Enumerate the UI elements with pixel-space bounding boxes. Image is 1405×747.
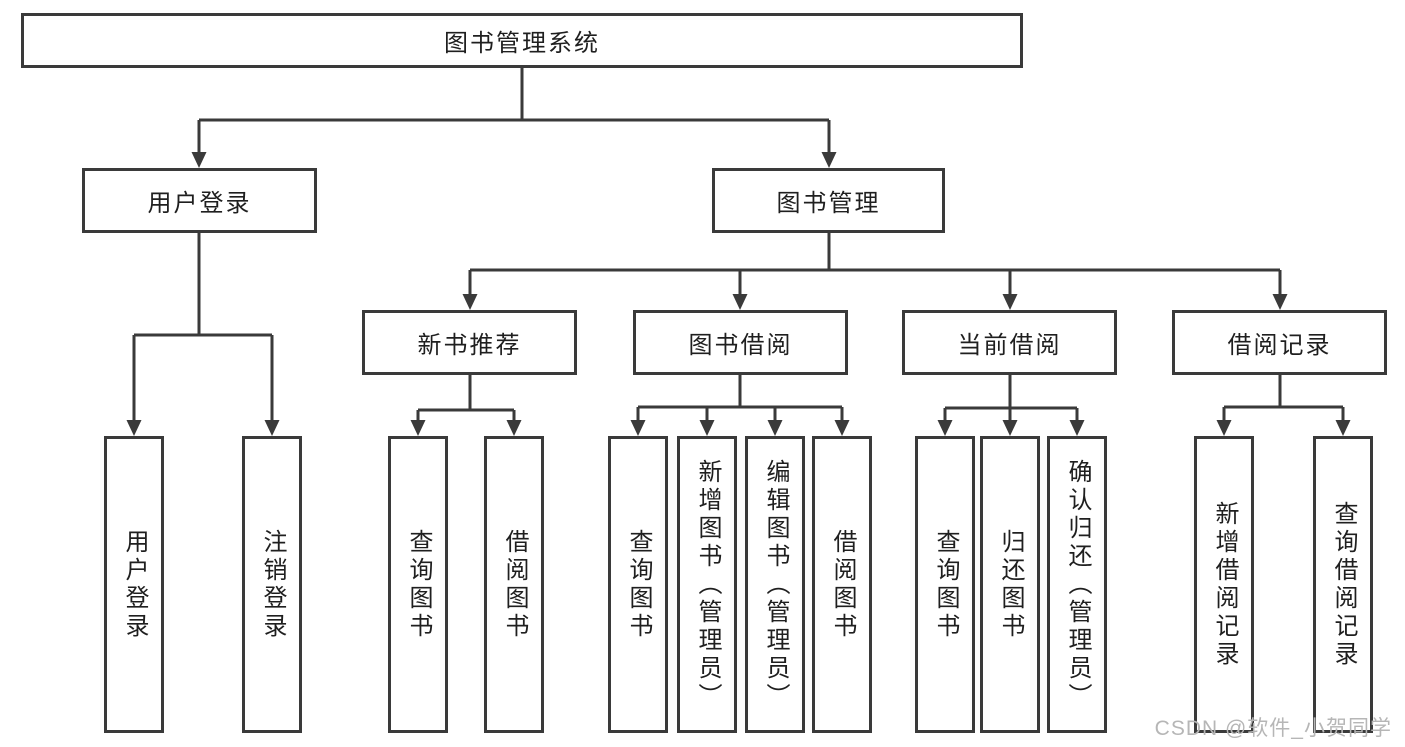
leaf-borrow-books-recommend: 借阅图书 <box>484 436 544 733</box>
node-user-login-label: 用户登录 <box>147 190 252 217</box>
node-current-borrow: 当前借阅 <box>902 310 1117 375</box>
node-current-borrow-label: 当前借阅 <box>957 332 1062 359</box>
arrow-down-icon <box>264 420 280 436</box>
connector-path <box>197 68 831 153</box>
leaf-add-books-admin: 新增图书（管理员） <box>677 436 737 733</box>
arrow-down-icon <box>410 420 426 436</box>
node-book-management: 图书管理 <box>712 168 945 233</box>
connector-path <box>943 375 1079 421</box>
leaf-add-borrow-record-label: 新增借阅记录 <box>1211 500 1238 669</box>
node-book-borrow: 图书借阅 <box>633 310 848 375</box>
arrow-down-icon <box>821 152 837 168</box>
arrow-down-icon <box>506 420 522 436</box>
node-borrow-records-label: 借阅记录 <box>1227 332 1332 359</box>
node-borrow-records: 借阅记录 <box>1172 310 1387 375</box>
leaf-user-login-label: 用户登录 <box>121 528 148 641</box>
arrow-down-icon <box>732 294 748 310</box>
node-new-book-recommend: 新书推荐 <box>362 310 577 375</box>
node-book-borrow-label: 图书借阅 <box>688 332 793 359</box>
leaf-return-books: 归还图书 <box>980 436 1040 733</box>
leaf-confirm-return-admin: 确认归还（管理员） <box>1047 436 1107 733</box>
node-user-login: 用户登录 <box>82 168 317 233</box>
arrow-down-icon <box>191 152 207 168</box>
watermark: CSDN @软件_小贺同学 <box>1155 712 1392 742</box>
connector-path <box>636 375 844 421</box>
leaf-edit-books-admin-label: 编辑图书（管理员） <box>762 458 789 711</box>
leaf-return-books-label: 归还图书 <box>997 528 1024 641</box>
leaf-query-books-borrow: 查询图书 <box>608 436 668 733</box>
leaf-query-borrow-record: 查询借阅记录 <box>1313 436 1373 733</box>
leaf-add-borrow-record: 新增借阅记录 <box>1194 436 1254 733</box>
leaf-borrow-books: 借阅图书 <box>812 436 872 733</box>
leaf-add-books-admin-label: 新增图书（管理员） <box>694 458 721 711</box>
leaf-borrow-books-label: 借阅图书 <box>829 528 856 641</box>
leaf-borrow-books-recommend-label: 借阅图书 <box>501 528 528 641</box>
leaf-logout: 注销登录 <box>242 436 302 733</box>
node-root-label: 图书管理系统 <box>444 30 600 57</box>
node-root: 图书管理系统 <box>21 13 1023 68</box>
arrow-down-icon <box>1335 420 1351 436</box>
leaf-confirm-return-admin-label: 确认归还（管理员） <box>1064 458 1091 711</box>
arrow-down-icon <box>834 420 850 436</box>
watermark-text: CSDN @软件_小贺同学 <box>1154 717 1392 740</box>
leaf-user-login: 用户登录 <box>104 436 164 733</box>
arrow-down-icon <box>1002 294 1018 310</box>
arrow-down-icon <box>1002 420 1018 436</box>
connector-path <box>1222 375 1345 421</box>
arrow-down-icon <box>1272 294 1288 310</box>
leaf-query-books-borrow-label: 查询图书 <box>625 528 652 641</box>
leaf-edit-books-admin: 编辑图书（管理员） <box>745 436 805 733</box>
arrow-down-icon <box>699 420 715 436</box>
arrow-down-icon <box>630 420 646 436</box>
node-book-management-label: 图书管理 <box>776 190 881 217</box>
arrow-down-icon <box>767 420 783 436</box>
connector-path <box>132 233 274 421</box>
leaf-query-books-recommend-label: 查询图书 <box>405 528 432 641</box>
arrow-down-icon <box>1216 420 1232 436</box>
leaf-query-books-current: 查询图书 <box>915 436 975 733</box>
leaf-logout-label: 注销登录 <box>259 528 286 641</box>
leaf-query-books-recommend: 查询图书 <box>388 436 448 733</box>
leaf-query-books-current-label: 查询图书 <box>932 528 959 641</box>
arrow-down-icon <box>1069 420 1085 436</box>
connector-path <box>416 375 516 421</box>
connector-path <box>468 233 1282 295</box>
arrow-down-icon <box>462 294 478 310</box>
arrow-down-icon <box>937 420 953 436</box>
arrow-down-icon <box>126 420 142 436</box>
node-new-book-recommend-label: 新书推荐 <box>417 332 522 359</box>
leaf-query-borrow-record-label: 查询借阅记录 <box>1330 500 1357 669</box>
